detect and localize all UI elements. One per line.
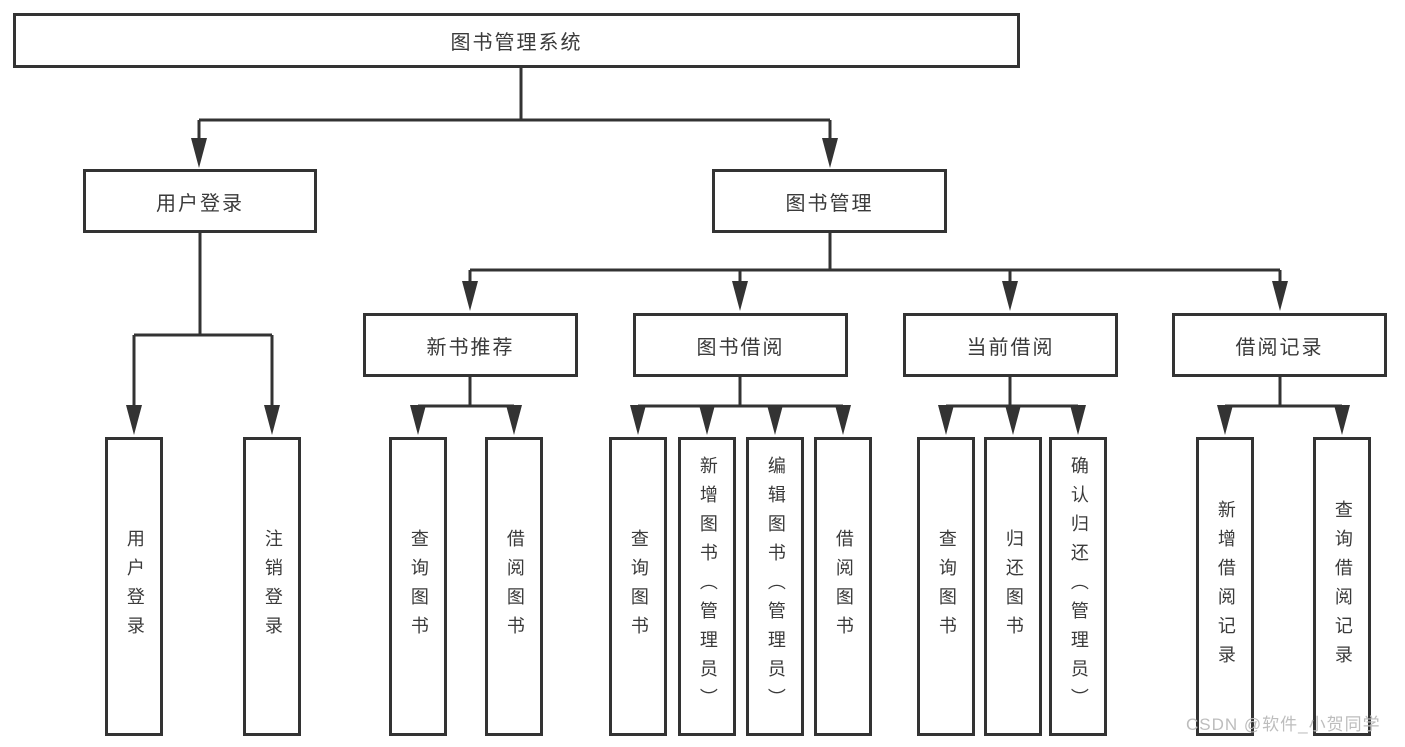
node-library-management-system: 图书管理系统 xyxy=(13,13,1020,68)
leaf-label: 注销登录 xyxy=(262,528,283,645)
leaf-edit-books-admin: 编辑图书（管理员） xyxy=(746,437,804,736)
leaf-query-books-borrow: 查询图书 xyxy=(609,437,667,736)
node-user-login: 用户登录 xyxy=(83,169,317,233)
leaf-borrow-books-recommend: 借阅图书 xyxy=(485,437,543,736)
leaf-label: 确认归还（管理员） xyxy=(1068,456,1089,717)
node-label: 当前借阅 xyxy=(966,336,1055,359)
node-current-borrowing: 当前借阅 xyxy=(903,313,1118,377)
csdn-watermark: CSDN @软件_小贺同学 xyxy=(1186,715,1381,734)
node-label: 借阅记录 xyxy=(1235,336,1324,359)
leaf-query-books-recommend: 查询图书 xyxy=(389,437,447,736)
leaf-logout: 注销登录 xyxy=(243,437,301,736)
leaf-label: 用户登录 xyxy=(124,528,145,645)
node-borrowing-records: 借阅记录 xyxy=(1172,313,1387,377)
leaf-borrow-books: 借阅图书 xyxy=(814,437,872,736)
leaf-label: 新增图书（管理员） xyxy=(697,456,718,717)
node-book-management: 图书管理 xyxy=(712,169,947,233)
node-new-book-recommendation: 新书推荐 xyxy=(363,313,578,377)
node-label: 图书管理系统 xyxy=(450,32,583,54)
leaf-query-books-current: 查询图书 xyxy=(917,437,975,736)
leaf-label: 查询借阅记录 xyxy=(1332,499,1353,674)
leaf-label: 借阅图书 xyxy=(833,528,854,645)
leaf-return-books: 归还图书 xyxy=(984,437,1042,736)
leaf-label: 借阅图书 xyxy=(504,528,525,645)
leaf-label: 查询图书 xyxy=(408,528,429,645)
leaf-confirm-return-admin: 确认归还（管理员） xyxy=(1049,437,1107,736)
leaf-label: 新增借阅记录 xyxy=(1215,499,1236,674)
leaf-add-borrow-record: 新增借阅记录 xyxy=(1196,437,1254,736)
node-label: 图书借阅 xyxy=(696,336,785,359)
node-book-borrowing: 图书借阅 xyxy=(633,313,848,377)
leaf-label: 查询图书 xyxy=(936,528,957,645)
leaf-add-books-admin: 新增图书（管理员） xyxy=(678,437,736,736)
leaf-label: 查询图书 xyxy=(628,528,649,645)
leaf-user-login: 用户登录 xyxy=(105,437,163,736)
node-label: 用户登录 xyxy=(156,192,244,215)
node-label: 新书推荐 xyxy=(426,336,515,359)
node-label: 图书管理 xyxy=(785,192,874,215)
leaf-query-borrow-record: 查询借阅记录 xyxy=(1313,437,1371,736)
leaf-label: 编辑图书（管理员） xyxy=(765,456,786,717)
leaf-label: 归还图书 xyxy=(1003,528,1024,645)
